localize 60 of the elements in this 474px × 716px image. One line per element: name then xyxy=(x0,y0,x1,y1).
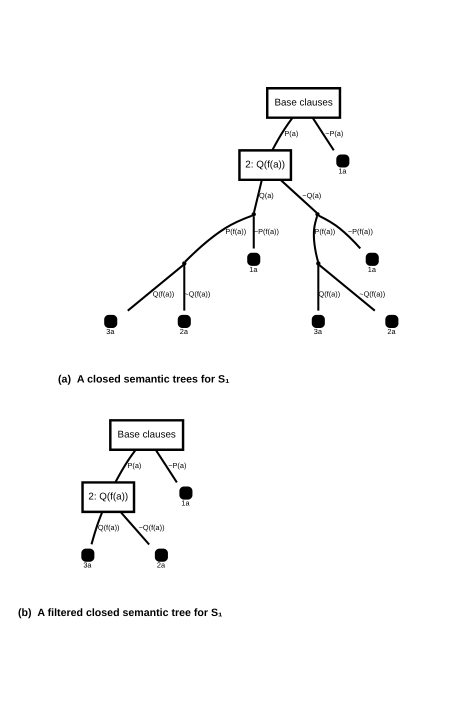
node-point xyxy=(316,260,320,266)
node-circle xyxy=(247,252,260,266)
node-label: 1a xyxy=(368,264,376,274)
connector xyxy=(253,179,263,212)
edge-label: P(a) xyxy=(127,460,142,470)
edge-label: ~Q(a) xyxy=(302,190,322,200)
connector xyxy=(317,264,320,310)
edge-label: ~P(f(a)) xyxy=(348,226,373,236)
node-circle xyxy=(179,486,192,500)
node-circle xyxy=(336,154,350,168)
connector xyxy=(271,116,294,150)
node-label: 2a xyxy=(180,326,188,336)
node-label: 2a xyxy=(387,326,396,336)
connector xyxy=(312,116,335,150)
edge-label: P(a) xyxy=(284,128,298,138)
edge-label: ~P(a) xyxy=(325,128,344,138)
edge-label: Q(f(a)) xyxy=(98,522,120,532)
node-circle xyxy=(104,314,118,328)
node-box: Base clauses xyxy=(109,418,184,450)
edge-label: ~Q(f(a)) xyxy=(359,288,386,298)
edge-label: Q(a) xyxy=(259,190,274,200)
node-box: Base clauses xyxy=(266,86,342,118)
node-box: 2: Q(f(a)) xyxy=(81,480,136,513)
edge-label: P(f(a)) xyxy=(314,226,336,236)
label: (a) A closed semantic trees for S₁ xyxy=(58,372,230,385)
node-circle xyxy=(312,314,325,328)
connector xyxy=(120,510,150,545)
node-circle xyxy=(385,314,398,328)
edge-label: P(f(a)) xyxy=(225,226,246,236)
node-label: 1a xyxy=(181,498,190,507)
connector xyxy=(318,214,362,249)
node-label: 3a xyxy=(314,326,322,336)
label: (b) A filtered closed semantic tree for S₁ xyxy=(18,606,222,618)
connector xyxy=(252,216,255,248)
node-label: 1a xyxy=(249,264,258,274)
edge-label: ~Q(f(a)) xyxy=(138,522,165,532)
node-label: 3a xyxy=(83,560,92,570)
node-circle xyxy=(366,252,379,266)
node-label: 1a xyxy=(338,166,347,175)
node-box: 2: Q(f(a)) xyxy=(238,148,292,181)
node-label: 3a xyxy=(106,326,114,336)
connector xyxy=(114,448,136,482)
edge-label: ~P(a) xyxy=(168,460,186,470)
connector xyxy=(312,215,319,262)
node-point xyxy=(182,260,186,266)
node-point xyxy=(315,212,320,216)
node-label: 2a xyxy=(156,560,166,570)
node-circle xyxy=(81,548,94,562)
connector xyxy=(90,511,104,544)
connector xyxy=(318,264,376,311)
connector xyxy=(127,264,184,311)
connector xyxy=(184,214,253,262)
connector xyxy=(154,448,178,482)
node-circle xyxy=(178,314,191,328)
edge-label: ~P(f(a)) xyxy=(254,226,279,236)
node-point xyxy=(252,212,256,216)
connector xyxy=(183,264,186,310)
connector xyxy=(280,178,318,213)
edge-label: Q(f(a)) xyxy=(152,288,174,298)
node-circle xyxy=(154,548,168,562)
